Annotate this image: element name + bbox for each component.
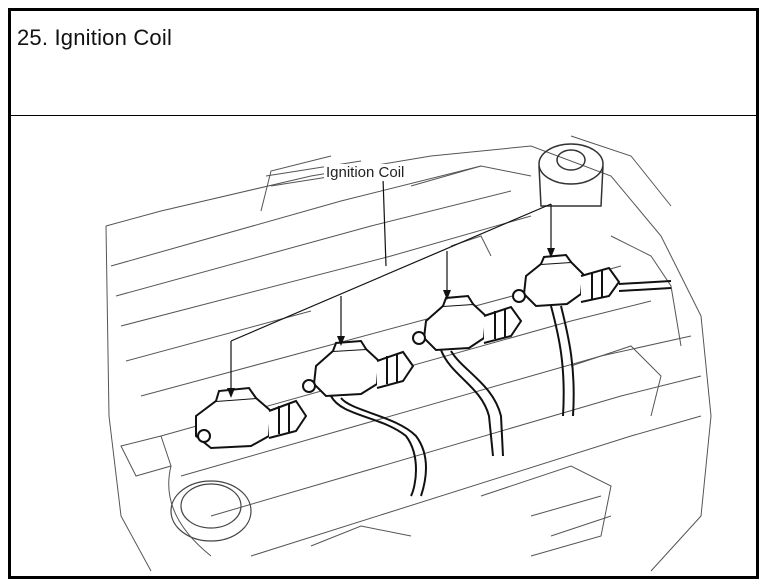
engine-line-drawing (105, 135, 712, 572)
ignition-coil-3 (412, 294, 523, 457)
filler-cap (170, 480, 252, 542)
ignition-coil-2 (302, 339, 427, 497)
ignition-coil-4 (512, 253, 672, 417)
header: 25. Ignition Coil (11, 11, 756, 116)
ignition-coil-1 (195, 386, 308, 450)
oil-cap (538, 143, 604, 207)
page-title: 25. Ignition Coil (17, 25, 173, 50)
engine-diagram: Ignition Coil (11, 116, 756, 576)
callout-arrowheads (227, 248, 555, 398)
callout-stem (382, 177, 387, 267)
engine-left-edge (105, 225, 152, 572)
callout-bracket-line (230, 203, 552, 342)
ignition-coil-callout-label: Ignition Coil (324, 164, 407, 181)
page-frame: 25. Ignition Coil (8, 8, 759, 579)
engine-outline (105, 145, 712, 572)
